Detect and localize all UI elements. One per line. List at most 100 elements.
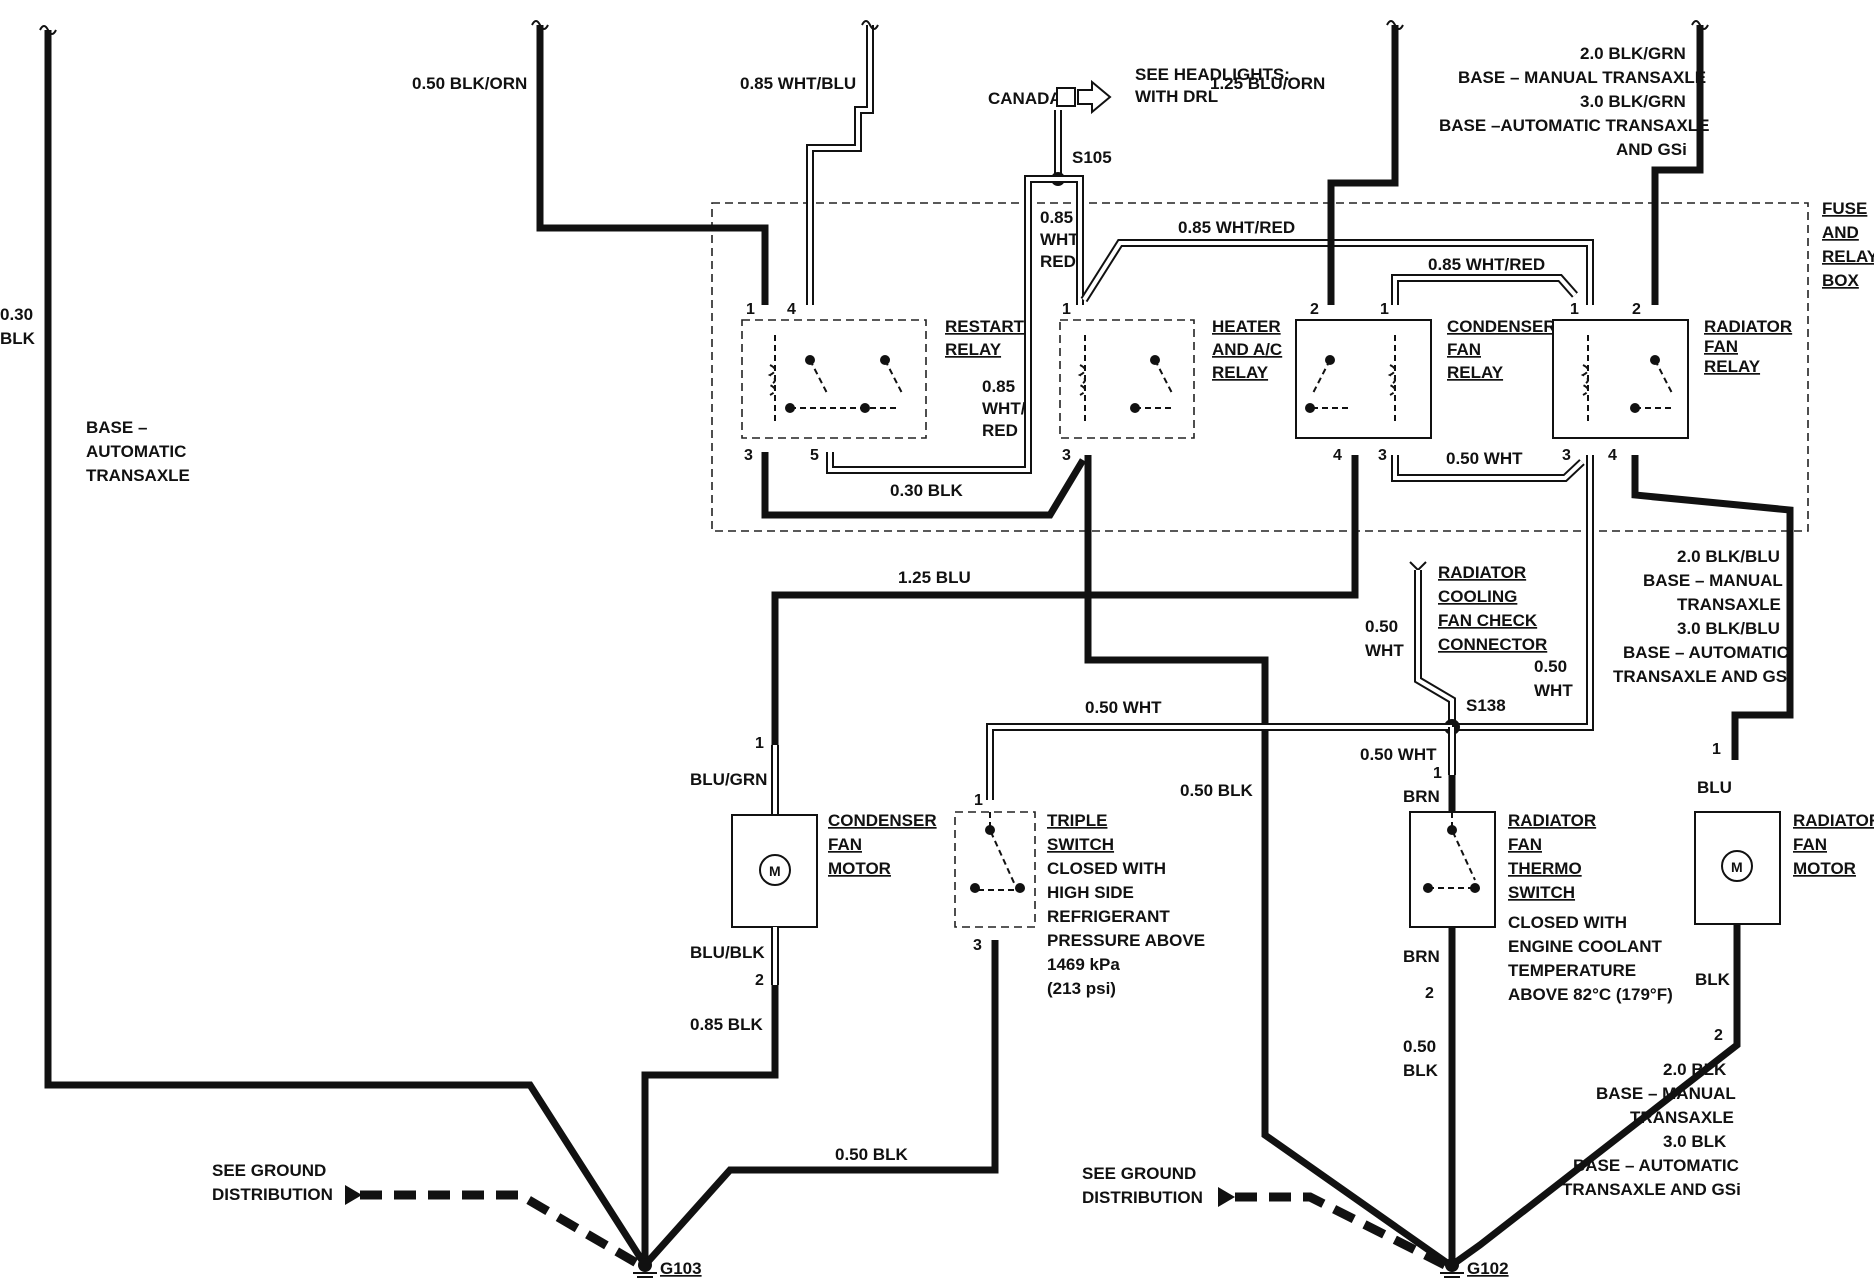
svg-text:RADIATOR: RADIATOR xyxy=(1793,811,1874,830)
svg-text:FAN: FAN xyxy=(1793,835,1827,854)
pin-restart-5: 5 xyxy=(810,447,819,464)
see-ground-2-left: DISTRIBUTION xyxy=(212,1185,333,1204)
wire-label-blu: BLU xyxy=(1697,778,1732,797)
heater-relay-label-2: AND A/C xyxy=(1212,340,1282,359)
wire-break-icon xyxy=(39,25,57,35)
radiator-fan-relay xyxy=(1552,319,1689,439)
svg-text:FUSE: FUSE xyxy=(1822,199,1867,218)
wire-label-030blk: 0.30 BLK xyxy=(890,481,963,500)
pin-triple-3: 3 xyxy=(973,937,982,954)
wire-label-050wht-triple: 0.50 WHT xyxy=(1085,698,1162,717)
wire-label-blugrn: BLU/GRN xyxy=(690,770,767,789)
svg-text:M: M xyxy=(769,863,781,879)
condenser-fan-motor-label: CONDENSER FAN MOTOR xyxy=(828,811,937,878)
wire-label-050wht-right-1: 0.50 xyxy=(1534,657,1567,676)
wire-label-085whtred-vert-3: RED xyxy=(1040,252,1076,271)
wire-label-085whtred-restart-2: WHT/ xyxy=(982,399,1026,418)
with-drl-label: WITH DRL xyxy=(1135,87,1218,106)
wire-label-085whtred-restart-3: RED xyxy=(982,421,1018,440)
svg-text:TRANSAXLE AND GSi: TRANSAXLE AND GSi xyxy=(1613,667,1792,686)
see-ground-1-left: SEE GROUND xyxy=(212,1161,326,1180)
svg-text:CONNECTOR: CONNECTOR xyxy=(1438,635,1547,654)
wire-label-085whtred-vert-2: WHT/ xyxy=(1040,230,1084,249)
condenser-fan-relay xyxy=(1295,319,1432,439)
svg-text:BASE – MANUAL: BASE – MANUAL xyxy=(1643,571,1783,590)
wire-085whtred-top-inner xyxy=(1082,241,1592,305)
wire-085whtred-cond-outer xyxy=(1391,274,1578,305)
radiator-ground-label: 2.0 BLK BASE – MANUAL TRANSAXLE 3.0 BLK … xyxy=(1562,1060,1741,1199)
pin-cond-motor-1: 1 xyxy=(755,735,764,752)
restart-relay xyxy=(741,319,927,439)
pin-thermo-2: 2 xyxy=(1425,985,1434,1002)
wire-label-050blk-mid: 0.50 BLK xyxy=(1180,781,1253,800)
wire-break-icon xyxy=(1691,20,1709,30)
svg-text:SWITCH: SWITCH xyxy=(1508,883,1575,902)
svg-text:TRANSAXLE AND GSi: TRANSAXLE AND GSi xyxy=(1562,1180,1741,1199)
base-automatic-transaxle-label: BASE – AUTOMATIC TRANSAXLE xyxy=(86,418,190,485)
wire-030blk-relay xyxy=(761,452,1087,519)
triple-switch-label: TRIPLE SWITCH CLOSED WITH HIGH SIDE REFR… xyxy=(1047,811,1205,998)
svg-text:BASE – AUTOMATIC: BASE – AUTOMATIC xyxy=(1623,643,1789,662)
wire-label-blk: BLK xyxy=(1695,970,1731,989)
see-ground-1-right: SEE GROUND xyxy=(1082,1164,1196,1183)
svg-text:THERMO: THERMO xyxy=(1508,859,1582,878)
radiator-relay-label-2: FAN xyxy=(1704,337,1738,356)
svg-text:BASE –: BASE – xyxy=(86,418,147,437)
pin-cond-motor-2: 2 xyxy=(755,972,764,989)
svg-text:TRIPLE: TRIPLE xyxy=(1047,811,1107,830)
wire-085blk xyxy=(641,985,779,1265)
splice-s105-label: S105 xyxy=(1072,148,1112,167)
svg-text:AND: AND xyxy=(1822,223,1859,242)
see-headlights-label: SEE HEADLIGHTS: xyxy=(1135,65,1290,84)
wire-050wht-rad-inner xyxy=(1452,455,1592,729)
svg-text:RADIATOR: RADIATOR xyxy=(1508,811,1596,830)
wire-label-050blkorn: 0.50 BLK/ORN xyxy=(412,74,527,93)
wire-label-085whtblu: 0.85 WHT/BLU xyxy=(740,74,856,93)
pin-rad-motor-2: 2 xyxy=(1714,1027,1723,1044)
svg-text:ABOVE 82°C (179°F): ABOVE 82°C (179°F) xyxy=(1508,985,1673,1004)
radiator-relay-label-1: RADIATOR xyxy=(1704,317,1792,336)
ground-g102-label: G102 xyxy=(1467,1259,1509,1278)
condenser-relay-label-3: RELAY xyxy=(1447,363,1504,382)
wire-radiator-feed xyxy=(1651,25,1704,305)
wire-085whtred-restart-inner xyxy=(828,177,1058,472)
svg-text:FAN: FAN xyxy=(828,835,862,854)
check-connector-icon xyxy=(1409,561,1427,572)
wire-label-blublk: BLU/BLK xyxy=(690,943,765,962)
svg-text:2.0 BLK/GRN: 2.0 BLK/GRN xyxy=(1580,44,1686,63)
pin-rad-motor-1: 1 xyxy=(1712,741,1721,758)
splice-s138-label: S138 xyxy=(1466,696,1506,715)
svg-text:HIGH SIDE: HIGH SIDE xyxy=(1047,883,1134,902)
ground-arrow-icon xyxy=(345,1185,362,1205)
wire-label-brn-bottom: BRN xyxy=(1403,947,1440,966)
svg-text:CONDENSER: CONDENSER xyxy=(828,811,937,830)
svg-text:RADIATOR: RADIATOR xyxy=(1438,563,1526,582)
svg-text:BASE – MANUAL TRANSAXLE: BASE – MANUAL TRANSAXLE xyxy=(1458,68,1706,87)
condenser-fan-motor: M xyxy=(731,814,818,928)
svg-text:REFRIGERANT: REFRIGERANT xyxy=(1047,907,1170,926)
wire-085whtblu-inner xyxy=(808,25,872,305)
svg-text:MOTOR: MOTOR xyxy=(828,859,891,878)
pin-thermo-1: 1 xyxy=(1433,765,1442,782)
svg-text:M: M xyxy=(1731,859,1743,875)
wire-break-icon xyxy=(531,20,549,30)
heater-ac-relay xyxy=(1059,319,1195,439)
wire-label-030blk-left-1: 0.30 xyxy=(0,305,33,324)
ground-distribution-g102-line xyxy=(1235,1192,1448,1270)
wire-125blu xyxy=(771,455,1359,745)
svg-text:AND GSi: AND GSi xyxy=(1616,140,1687,159)
radiator-return-label: 2.0 BLK/BLU BASE – MANUAL TRANSAXLE 3.0 … xyxy=(1613,547,1792,686)
svg-text:COOLING: COOLING xyxy=(1438,587,1517,606)
heater-relay-label-1: HEATER xyxy=(1212,317,1281,336)
svg-text:BASE –AUTOMATIC TRANSAXLE: BASE –AUTOMATIC TRANSAXLE xyxy=(1439,116,1709,135)
svg-text:3.0 BLK/GRN: 3.0 BLK/GRN xyxy=(1580,92,1686,111)
svg-text:BASE – MANUAL: BASE – MANUAL xyxy=(1596,1084,1736,1103)
ground-arrow-icon xyxy=(1218,1187,1235,1207)
svg-text:TRANSAXLE: TRANSAXLE xyxy=(1630,1108,1734,1127)
fuse-relay-box-label: FUSE AND RELAY BOX xyxy=(1822,199,1874,290)
wire-break-icon xyxy=(861,20,879,30)
svg-text:TEMPERATURE: TEMPERATURE xyxy=(1508,961,1636,980)
pin-restart-1: 1 xyxy=(746,301,755,318)
wire-label-085whtred-restart-1: 0.85 xyxy=(982,377,1015,396)
